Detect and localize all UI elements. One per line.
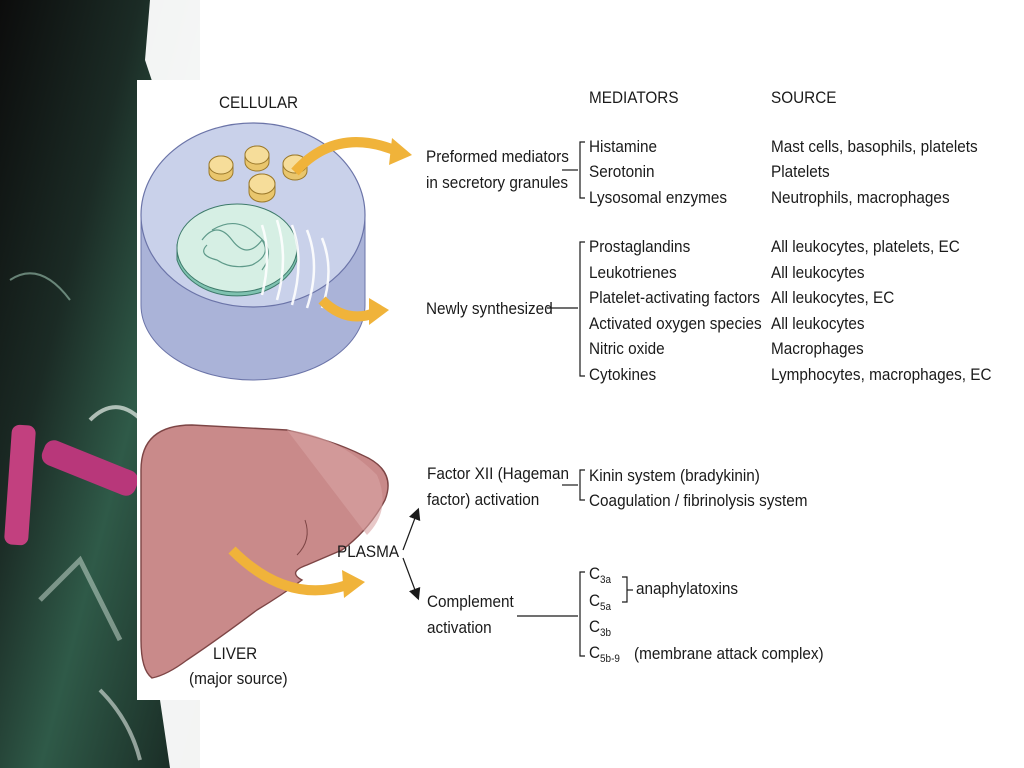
label-complement-line2: activation [427, 618, 492, 637]
mediator-leukotrienes: Leukotrienes [589, 263, 677, 282]
endoplasmic-reticulum-icon [260, 219, 330, 309]
mediator-prostaglandins: Prostaglandins [589, 237, 691, 256]
label-newly-synthesized: Newly synthesized [426, 299, 553, 318]
source-prostaglandins: All leukocytes, platelets, EC [771, 237, 960, 256]
arrow-preformed [291, 137, 401, 176]
source-activated-oxygen-species: All leukocytes [771, 314, 865, 333]
mediator-nitric-oxide: Nitric oxide [589, 339, 665, 358]
diagram-artwork [140, 122, 633, 679]
complement-c3b: C3b [589, 617, 612, 639]
mediator-lysosomal-enzymes: Lysosomal enzymes [589, 188, 728, 207]
inflammation-mediators-diagram: CELLULAR MEDIATORS SOURCE Preformed medi… [137, 80, 1024, 700]
complement-c3a: C3a [589, 564, 612, 586]
connector-lines [402, 141, 633, 657]
chalk-stick [4, 424, 139, 546]
header-source: SOURCE [771, 88, 837, 107]
label-factor12-line1: Factor XII (Hageman [427, 464, 570, 483]
source-leukotrienes: All leukocytes [771, 263, 865, 282]
mediator-cytokines: Cytokines [589, 365, 657, 384]
header-mediators: MEDIATORS [589, 88, 679, 107]
label-complement-line1: Complement [427, 592, 514, 611]
source-platelet-activating-factors: All leukocytes, EC [771, 288, 895, 307]
label-preformed-line1: Preformed mediators [426, 147, 569, 166]
source-serotonin: Platelets [771, 162, 830, 181]
item-coagulation-fibrinolysis: Coagulation / fibrinolysis system [589, 491, 808, 510]
label-liver-major-source: (major source) [189, 669, 288, 688]
label-factor12-line2: factor) activation [427, 490, 540, 509]
label-plasma: PLASMA [337, 542, 400, 561]
label-membrane-attack-complex: (membrane attack complex) [634, 644, 824, 663]
label-preformed-line2: in secretory granules [426, 173, 569, 192]
liver-illustration [140, 424, 389, 679]
source-nitric-oxide: Macrophages [771, 339, 864, 358]
mediator-serotonin: Serotonin [589, 162, 655, 181]
complement-c5a: C5a [589, 591, 612, 613]
mediator-activated-oxygen-species: Activated oxygen species [589, 314, 762, 333]
source-histamine: Mast cells, basophils, platelets [771, 137, 978, 156]
label-liver: LIVER [213, 644, 258, 663]
source-cytokines: Lymphocytes, macrophages, EC [771, 365, 992, 384]
item-kinin-system: Kinin system (bradykinin) [589, 466, 760, 485]
arrow-liver-plasma [228, 546, 349, 596]
label-anaphylatoxins: anaphylatoxins [636, 579, 739, 598]
cell-illustration [140, 122, 366, 381]
header-cellular: CELLULAR [219, 93, 299, 112]
source-lysosomal-enzymes: Neutrophils, macrophages [771, 188, 950, 207]
complement-c5b9: C5b-9 [589, 643, 620, 665]
mediator-histamine: Histamine [589, 137, 658, 156]
nucleus-icon [176, 203, 298, 297]
mediator-platelet-activating-factors: Platelet-activating factors [589, 288, 760, 307]
